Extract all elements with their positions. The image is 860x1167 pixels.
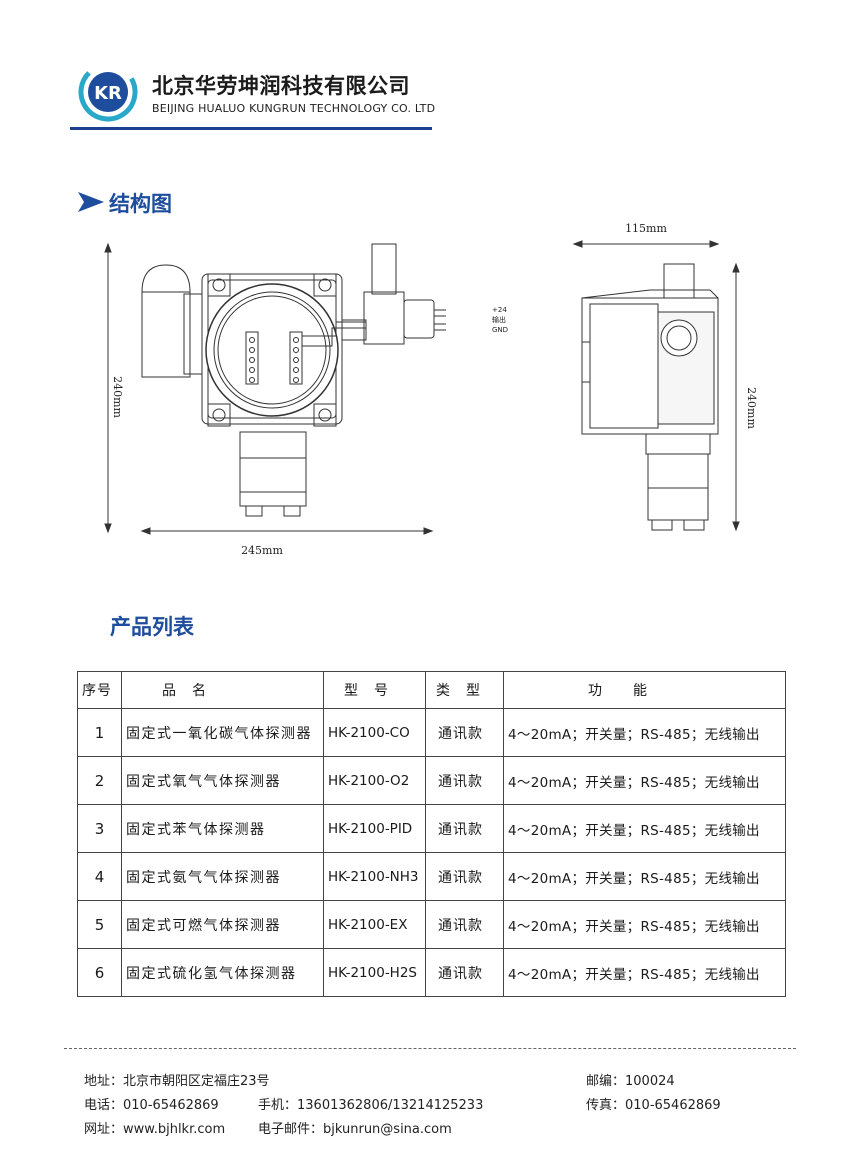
terminal-label: +24 — [492, 306, 507, 314]
col-header-name: 品 名 — [121, 671, 324, 709]
table-row: 6 固定式硫化氢气体探测器 HK-2100-H2S 通讯款 4～20mA；开关量… — [77, 948, 786, 997]
col-header-no: 序号 — [77, 671, 122, 709]
row-function: 4～20mA；开关量；RS-485；无线输出 — [503, 756, 786, 805]
side-height-label: 240mm — [745, 387, 758, 429]
terminal-label: 输出 — [492, 315, 506, 324]
row-name: 固定式可燃气体探测器 — [121, 900, 324, 949]
footer-postcode: 邮编：100024 — [586, 1074, 675, 1089]
row-function: 4～20mA；开关量；RS-485；无线输出 — [503, 948, 786, 997]
table-row: 5 固定式可燃气体探测器 HK-2100-EX 通讯款 4～20mA；开关量；R… — [77, 900, 786, 949]
row-model: HK-2100-PID — [323, 804, 426, 853]
row-type: 通讯款 — [425, 756, 504, 805]
product-list-title: 产品列表 — [110, 615, 194, 639]
footer-phone: 电话：010-65462869 — [84, 1098, 219, 1113]
row-function: 4～20mA；开关量；RS-485；无线输出 — [503, 852, 786, 901]
product-table: 序号 品 名 型 号 类 型 功 能 1 固定式一氧化碳气体探测器 HK-210… — [77, 671, 786, 997]
row-model: HK-2100-H2S — [323, 948, 426, 997]
row-function: 4～20mA；开关量；RS-485；无线输出 — [503, 804, 786, 853]
row-type: 通讯款 — [425, 708, 504, 757]
terminal-labels: +24 输出 GND — [492, 306, 508, 334]
footer-mobile: 手机：13601362806/13214125233 — [258, 1098, 484, 1113]
front-height-label: 240mm — [111, 376, 124, 418]
row-type: 通讯款 — [425, 948, 504, 997]
footer-fax: 传真：010-65462869 — [586, 1098, 721, 1113]
row-model: HK-2100-NH3 — [323, 852, 426, 901]
row-no: 3 — [77, 804, 122, 853]
company-logo: KR — [78, 62, 138, 122]
row-no: 1 — [77, 708, 122, 757]
side-width-label: 115mm — [625, 222, 667, 235]
footer-address: 地址：北京市朝阳区定福庄23号 — [84, 1074, 270, 1089]
company-name-cn: 北京华劳坤润科技有限公司 — [152, 74, 410, 98]
row-no: 2 — [77, 756, 122, 805]
logo-lettering: KR — [94, 83, 122, 104]
col-header-model: 型 号 — [323, 671, 426, 709]
company-name-en: BEIJING HUALUO KUNGRUN TECHNOLOGY CO. LT… — [152, 102, 436, 115]
row-no: 4 — [77, 852, 122, 901]
row-model: HK-2100-EX — [323, 900, 426, 949]
row-function: 4～20mA；开关量；RS-485；无线输出 — [503, 708, 786, 757]
row-name: 固定式氧气气体探测器 — [121, 756, 324, 805]
front-view-drawing: 240mm 245mm — [104, 242, 446, 557]
row-model: HK-2100-CO — [323, 708, 426, 757]
footer-email-link[interactable]: 电子邮件：bjkunrun@sina.com — [258, 1122, 452, 1137]
row-type: 通讯款 — [425, 900, 504, 949]
front-width-label: 245mm — [241, 544, 283, 557]
table-row: 4 固定式氨气气体探测器 HK-2100-NH3 通讯款 4～20mA；开关量；… — [77, 852, 786, 901]
row-type: 通讯款 — [425, 804, 504, 853]
footer-website-link[interactable]: 网址：www.bjhlkr.com — [84, 1122, 226, 1137]
row-name: 固定式一氧化碳气体探测器 — [121, 708, 324, 757]
side-view-drawing: 115mm 240mm — [572, 222, 758, 532]
footer-divider — [64, 1048, 796, 1049]
row-no: 6 — [77, 948, 122, 997]
row-model: HK-2100-O2 — [323, 756, 426, 805]
row-name: 固定式氨气气体探测器 — [121, 852, 324, 901]
table-row: 1 固定式一氧化碳气体探测器 HK-2100-CO 通讯款 4～20mA；开关量… — [77, 708, 786, 757]
terminal-label: GND — [492, 326, 508, 334]
structure-title: 结构图 — [109, 192, 172, 216]
header-rule — [70, 127, 432, 130]
table-header-row: 序号 品 名 型 号 类 型 功 能 — [77, 671, 786, 709]
col-header-type: 类 型 — [425, 671, 504, 709]
row-type: 通讯款 — [425, 852, 504, 901]
col-header-function: 功 能 — [503, 671, 786, 709]
row-function: 4～20mA；开关量；RS-485；无线输出 — [503, 900, 786, 949]
table-row: 3 固定式苯气体探测器 HK-2100-PID 通讯款 4～20mA；开关量；R… — [77, 804, 786, 853]
table-row: 2 固定式氧气气体探测器 HK-2100-O2 通讯款 4～20mA；开关量；R… — [77, 756, 786, 805]
section-arrow-icon — [78, 192, 104, 212]
row-name: 固定式硫化氢气体探测器 — [121, 948, 324, 997]
row-name: 固定式苯气体探测器 — [121, 804, 324, 853]
row-no: 5 — [77, 900, 122, 949]
